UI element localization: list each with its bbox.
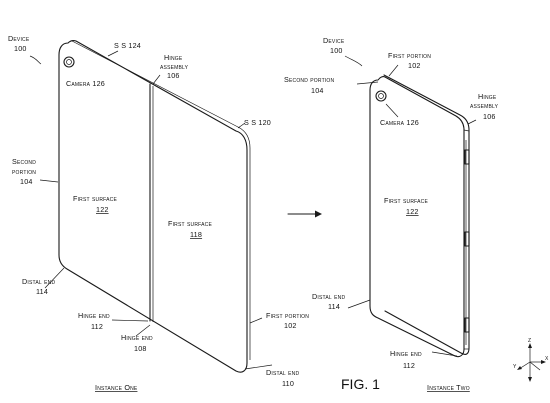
label-first-surface-2-num: 122 [406, 207, 419, 216]
label-camera-1: Camera 126 [66, 79, 105, 88]
label-hinge-2-num: 106 [483, 112, 496, 121]
label-first-surface-left-num: 122 [96, 205, 109, 214]
label-distal-2-num: 110 [282, 379, 294, 388]
axis-label-z-top: z [528, 335, 531, 344]
label-distal-3: Distal end [312, 292, 345, 301]
label-hinge-2a: Hinge [478, 92, 497, 101]
hinge-knuckle-top [464, 149, 470, 165]
caption-instance-one: Instance One [95, 383, 138, 392]
label-device-2-num: 100 [330, 46, 343, 55]
label-distal-3-num: 114 [328, 302, 340, 311]
axis-glyph [517, 343, 546, 382]
label-device-1: Device [8, 34, 30, 43]
hinge-knuckle-mid [464, 231, 470, 247]
label-first-portion-1: First portion [266, 311, 309, 320]
label-hinge-end-3: Hinge end [390, 349, 422, 358]
axis-label-x: x [545, 353, 549, 362]
camera-lens-folded [375, 90, 387, 102]
folded-device [344, 55, 477, 358]
camera-lens [63, 56, 75, 68]
figure-title: FIG. 1 [341, 376, 380, 392]
label-hinge-end-3-num: 112 [403, 361, 415, 370]
folded-front-panel [369, 76, 465, 358]
label-hinge-1-num: 106 [167, 71, 180, 80]
label-first-surface-right-num: 118 [190, 230, 202, 239]
label-device-2: Device [323, 36, 345, 45]
label-hinge-1b: assembly [160, 62, 189, 71]
label-hinge-end-2-num: 108 [134, 344, 147, 353]
label-camera-2: Camera 126 [380, 118, 419, 127]
label-second-1b: portion [12, 167, 36, 176]
label-first-portion-2: First portion [388, 51, 431, 60]
label-hinge-end-2: Hinge end [121, 333, 153, 342]
label-distal-1-num: 114 [36, 287, 48, 296]
label-distal-2: Distal end [266, 368, 299, 377]
label-first-portion-2-num: 102 [408, 61, 421, 70]
label-second-1-num: 104 [20, 177, 33, 186]
label-hinge-end-1-num: 112 [91, 322, 103, 331]
open-device [29, 40, 273, 373]
folded-back-panel [383, 74, 470, 355]
open-device-outline [58, 40, 248, 373]
hinge-knuckle-bottom [464, 317, 470, 333]
label-first-surface-2: First surface [384, 196, 428, 205]
label-distal-1: Distal end [22, 277, 55, 286]
transition-arrow [287, 210, 322, 218]
label-second-portion-2: Second portion [284, 75, 335, 84]
label-second-portion-2-num: 104 [311, 86, 324, 95]
label-first-surface-left: First surface [73, 194, 117, 203]
label-hinge-2b: assembly [470, 101, 499, 110]
label-second-1a: Second [12, 157, 36, 166]
caption-instance-two: Instance Two [427, 383, 470, 392]
label-device-1-num: 100 [14, 44, 27, 53]
label-hinge-end-1: Hinge end [78, 311, 110, 320]
label-hinge-1a: Hinge [164, 53, 183, 62]
axis-label-y: y [513, 361, 517, 370]
label-ss120: S S 120 [244, 118, 271, 127]
label-first-surface-right: First surface [168, 219, 212, 228]
label-ss124: S S 124 [114, 41, 141, 50]
label-first-portion-1-num: 102 [284, 321, 297, 330]
